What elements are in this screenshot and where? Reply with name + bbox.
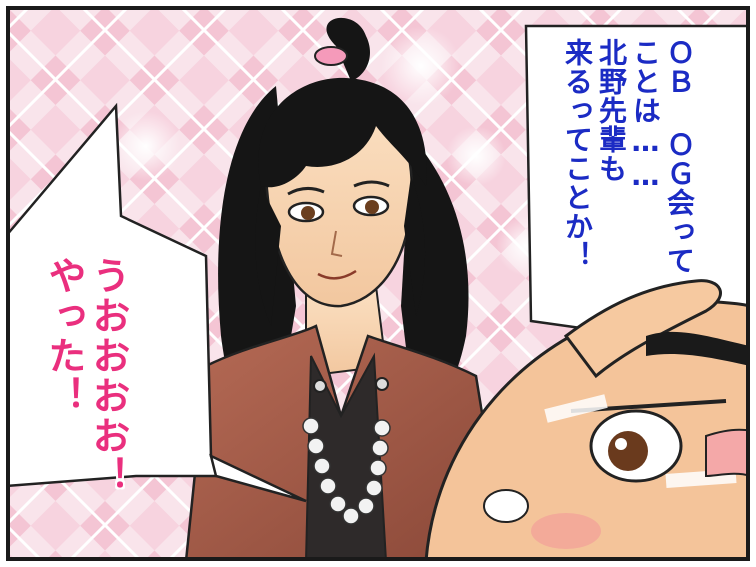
speech-line: ＯＢ ＯＧ会って [663, 38, 696, 275]
pearl-necklace [302, 417, 391, 525]
sparkle [446, 126, 506, 186]
ponytail [326, 17, 371, 82]
smile [317, 269, 357, 280]
speech-line: ことは…… [629, 38, 662, 193]
hair-tie [314, 46, 348, 66]
comic-panel: ＯＢ ＯＧ会って ことは…… 北野先輩も 来るってことか！ うおおおお！ やった… [6, 6, 750, 561]
speech-line: 北野先輩も [595, 38, 628, 183]
speech-text-left: うおおおお！ やった！ [42, 256, 130, 556]
panel-artwork [6, 6, 750, 561]
speech-line: 来るってことか！ [561, 38, 594, 270]
speech-text-right: ＯＢ ＯＧ会って ことは…… 北野先輩も 来るってことか！ [560, 38, 696, 338]
speech-line: うおおおお！ [86, 256, 130, 496]
sparkle [111, 111, 181, 181]
hair-bangs [258, 77, 427, 188]
foreground-hand [563, 279, 722, 379]
sparkle [381, 26, 461, 106]
speech-line: やった！ [42, 256, 86, 416]
